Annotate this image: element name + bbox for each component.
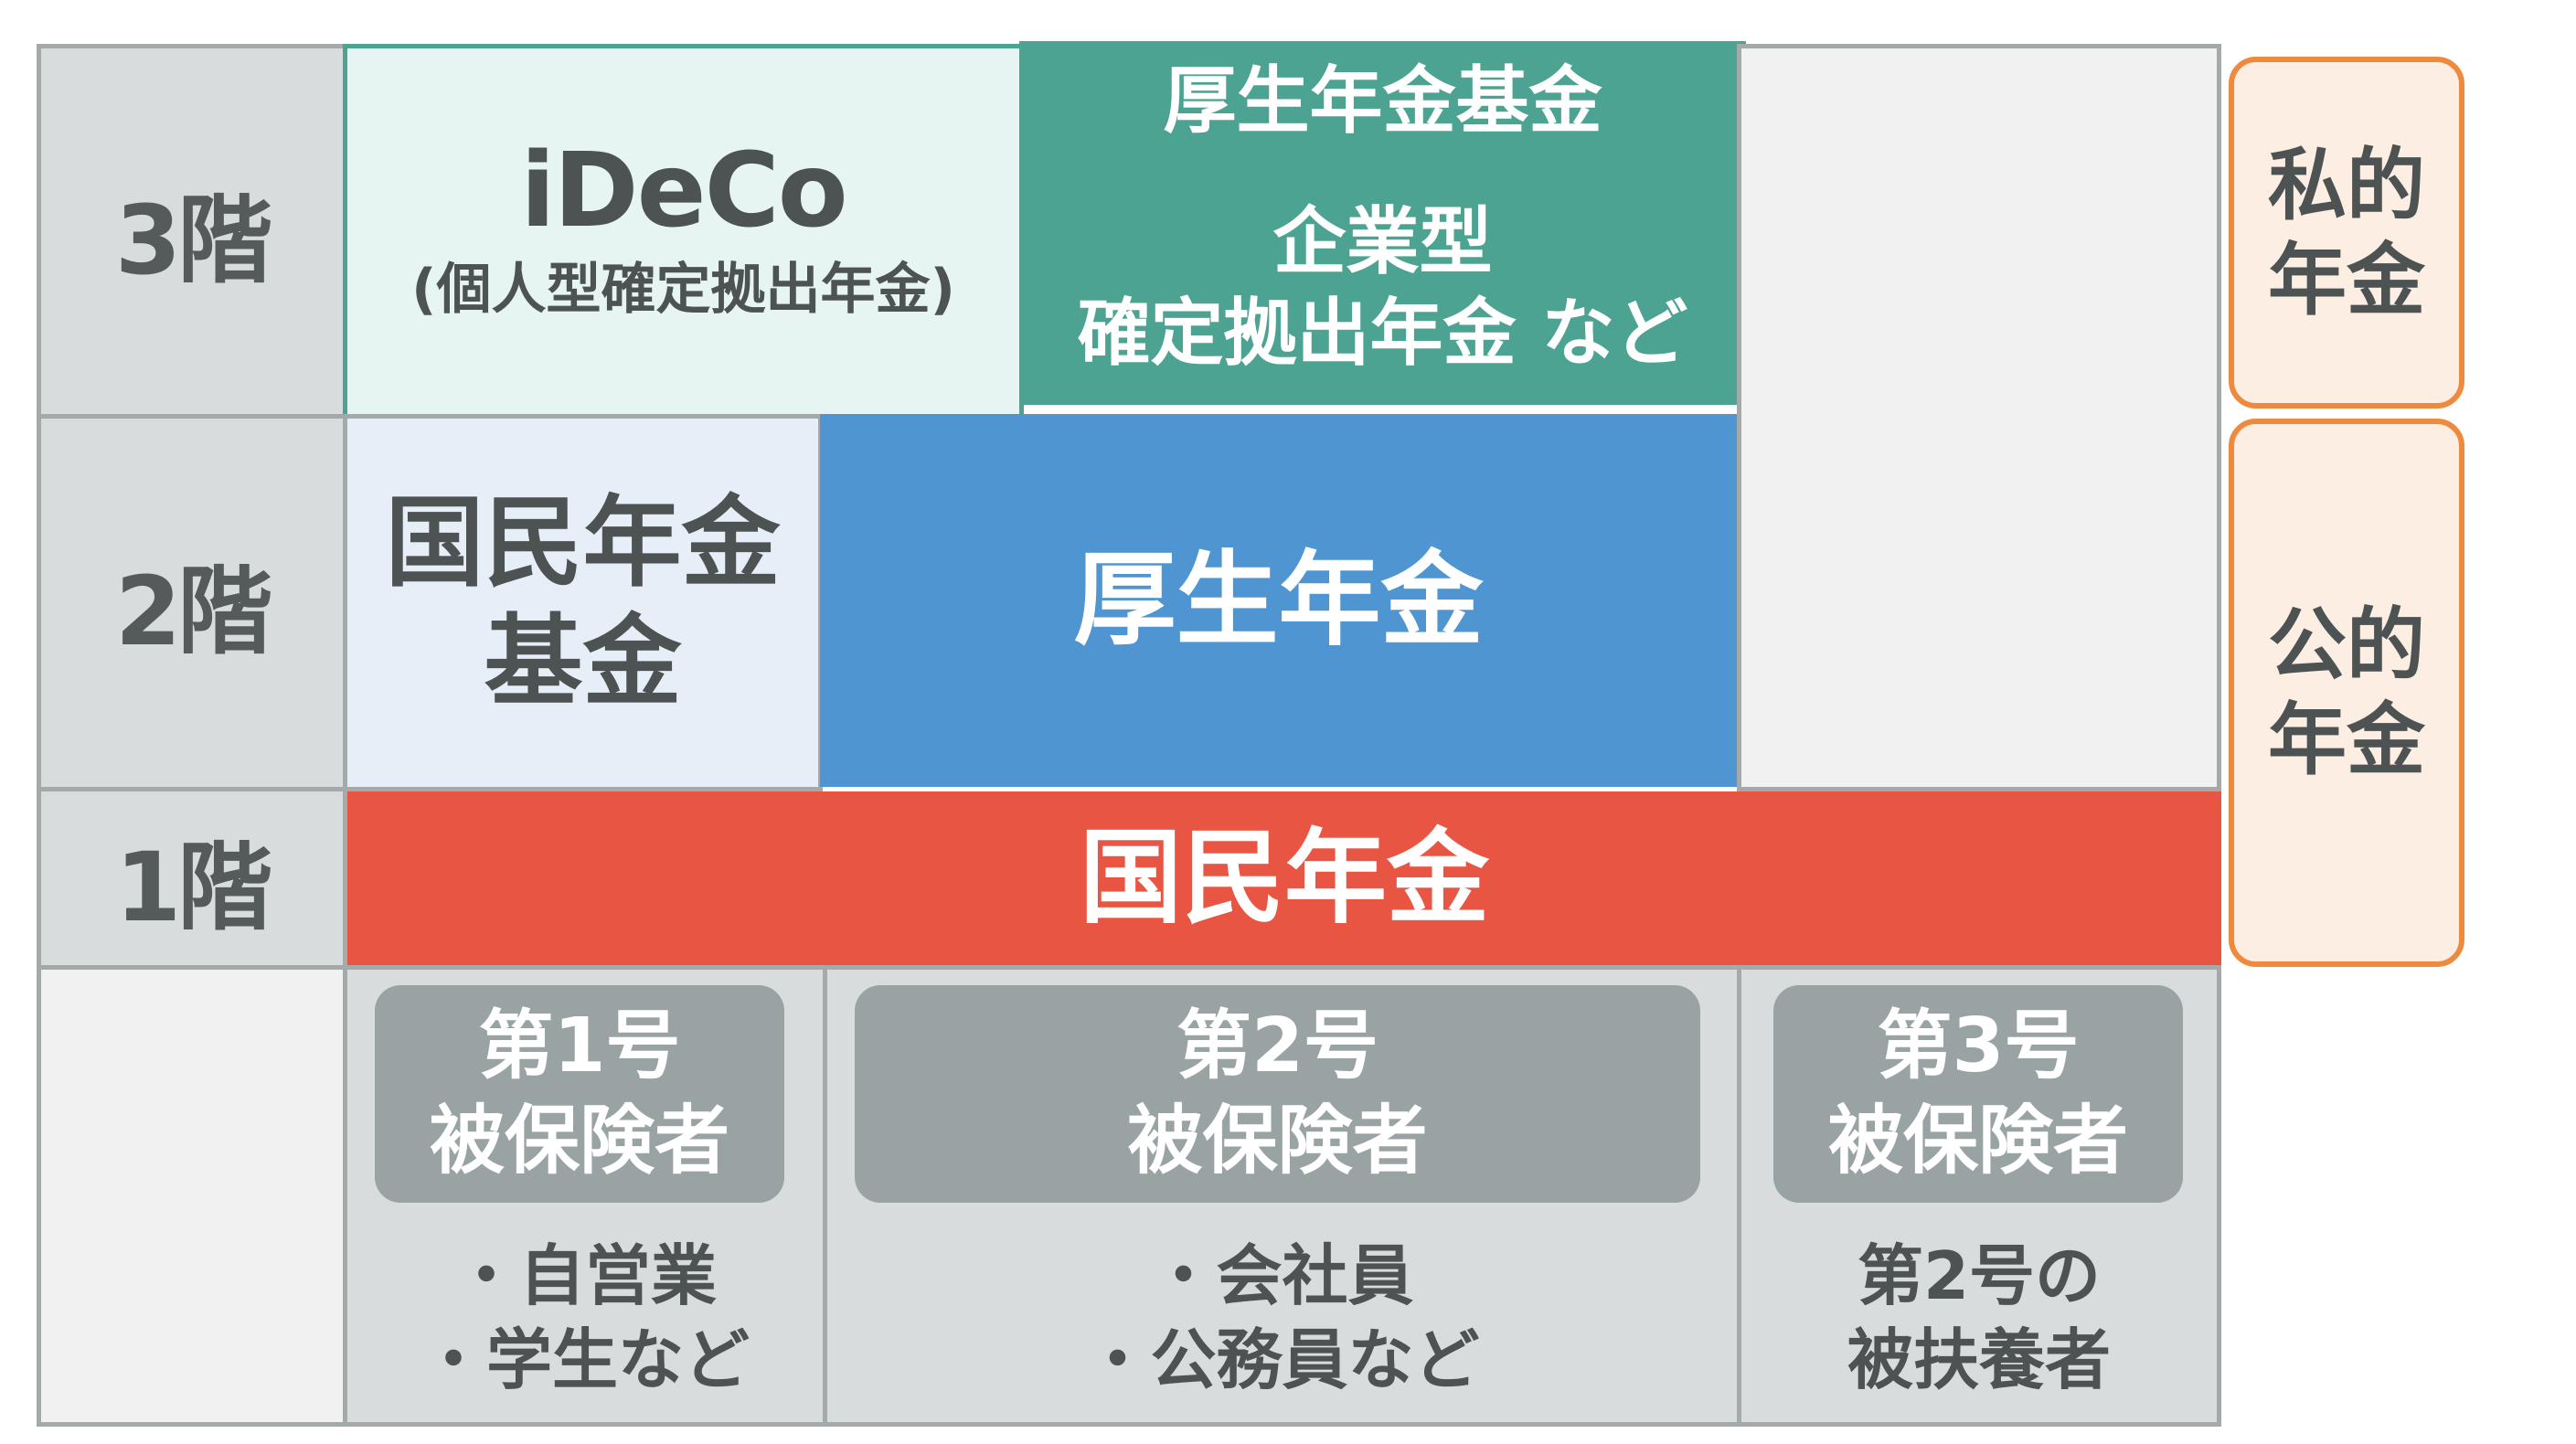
insured-1-note2: ・学生など — [420, 1322, 750, 1398]
corporate-pension-box: 厚生年金基金 企業型 確定拠出年金 など — [1019, 41, 1746, 405]
private-line2: 年金 — [2268, 234, 2425, 326]
insured-3-line1: 第3号 — [1877, 1003, 2080, 1089]
insured-3-badge: 第3号 被保険者 — [1773, 985, 2183, 1203]
kousei-kikin-label: 厚生年金基金 — [1163, 58, 1602, 143]
floor-2-text: 2階 — [114, 556, 272, 667]
kokumin-nenkin-label: 国民年金 — [1080, 819, 1489, 938]
kousei-nenkin-box: 厚生年金 — [820, 414, 1737, 787]
floor-label-3: 3階 — [37, 44, 347, 419]
insured-3-line2: 被保険者 — [1827, 1098, 2128, 1184]
kousei-nenkin-label: 厚生年金 — [1073, 541, 1484, 660]
kokumin-kikin-line2: 基金 — [484, 604, 682, 719]
floor-label-2: 2階 — [37, 414, 347, 791]
insured-1-line2: 被保険者 — [429, 1098, 729, 1184]
insured-2-badge: 第2号 被保険者 — [855, 985, 1700, 1203]
insured-1-badge: 第1号 被保険者 — [375, 985, 784, 1203]
insured-2-description: ・会社員 ・公務員など — [823, 1234, 1741, 1402]
kokumin-kikin-box: 国民年金 基金 — [343, 414, 823, 791]
insured-2-note1: ・会社員 — [1150, 1237, 1414, 1314]
insured-2-note2: ・公務員など — [1084, 1322, 1480, 1398]
insured-3-note2: 被扶養者 — [1847, 1322, 2111, 1398]
insured-3-description: 第2号の 被扶養者 — [1737, 1234, 2221, 1402]
kokumin-kikin-line1: 国民年金 — [385, 485, 781, 600]
insured-1-note1: ・自営業 — [452, 1237, 717, 1314]
public-line2: 年金 — [2268, 695, 2425, 786]
floor-1-text: 1階 — [114, 831, 272, 943]
empty-upper-right-cell — [1737, 44, 2221, 791]
corporate-type-line2: 確定拠出年金 など — [1077, 291, 1688, 376]
floor-3-text: 3階 — [114, 184, 272, 296]
ideco-subtitle: (個人型確定拠出年金) — [411, 258, 955, 322]
ideco-box: iDeCo (個人型確定拠出年金) — [343, 44, 1024, 419]
insured-1-description: ・自営業 ・学生など — [343, 1234, 827, 1402]
ideco-title: iDeCo — [520, 132, 847, 250]
private-line1: 私的 — [2268, 139, 2425, 231]
insured-2-line1: 第2号 — [1176, 1003, 1379, 1089]
public-line1: 公的 — [2268, 600, 2425, 691]
insured-1-line1: 第1号 — [478, 1003, 681, 1089]
public-pension-label: 公的 年金 — [2229, 419, 2464, 967]
insured-2-line2: 被保険者 — [1127, 1098, 1428, 1184]
kokumin-nenkin-box: 国民年金 — [347, 791, 2221, 965]
floor-label-1: 1階 — [37, 787, 347, 970]
corporate-type-line1: 企業型 — [1272, 199, 1493, 284]
private-pension-label: 私的 年金 — [2229, 57, 2464, 409]
empty-corner-cell — [37, 965, 347, 1427]
insured-3-note1: 第2号の — [1857, 1237, 2102, 1314]
